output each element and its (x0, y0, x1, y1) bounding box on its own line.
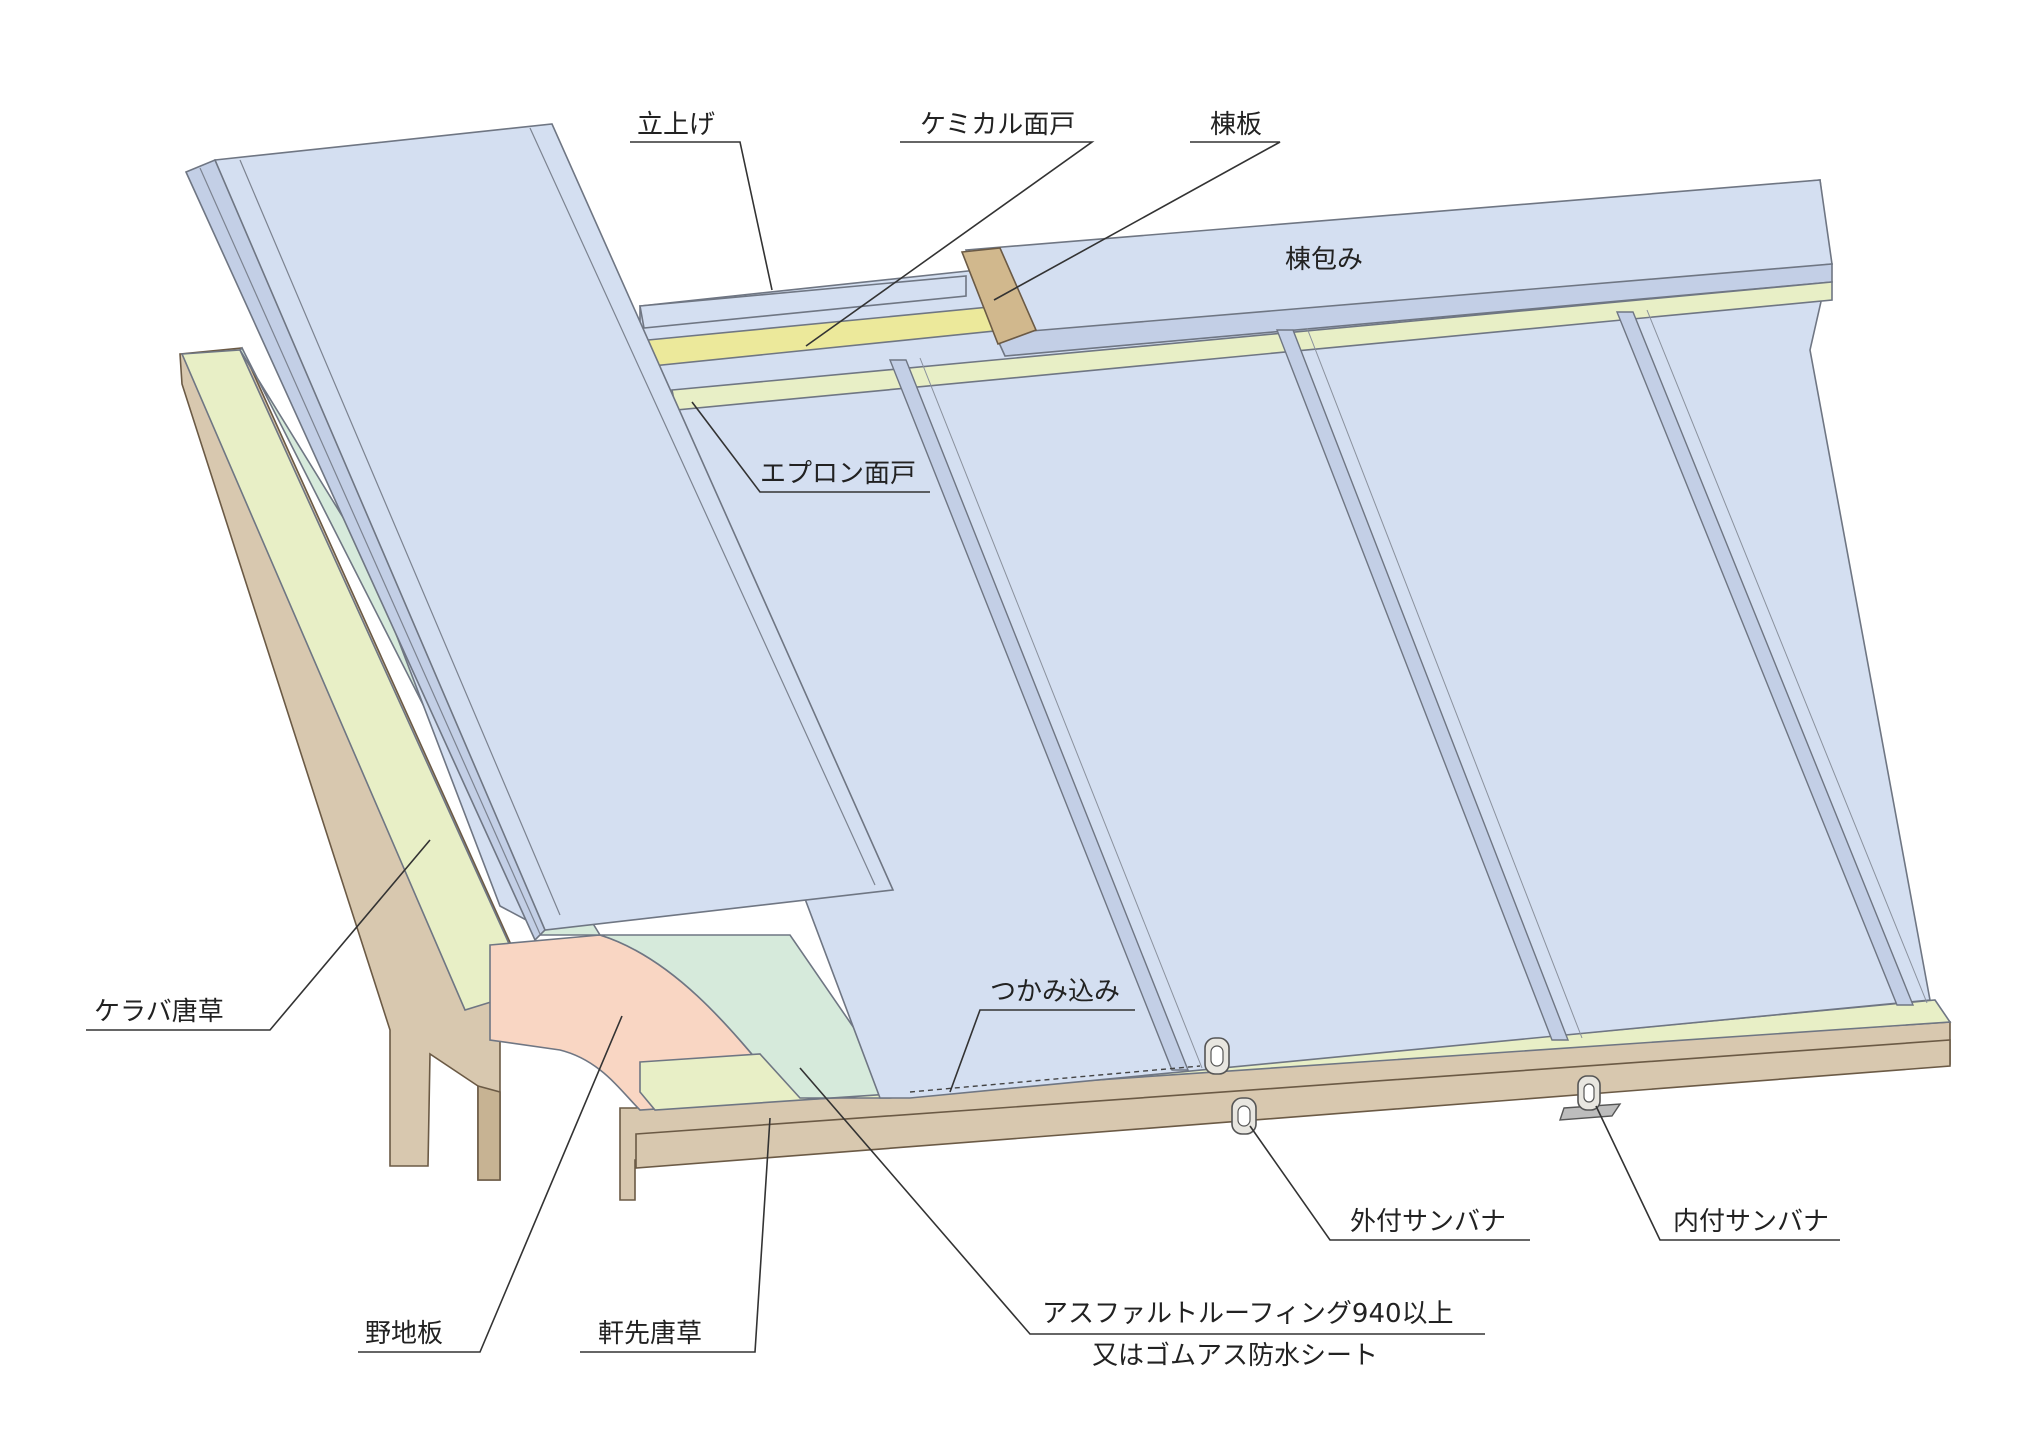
sheathing-cut-front (477, 1084, 501, 1181)
standing-seam-1 (888, 359, 1190, 1071)
leader-apron-mendo (691, 401, 930, 493)
leader-uchizuke (1595, 1105, 1840, 1241)
label-keraba-karakusa: ケラバ唐草 (94, 997, 224, 1027)
tsukami-komi-dashed-line (909, 1065, 1201, 1093)
sotozuke-sanbana-clip (1231, 1097, 1257, 1135)
standing-seam-edge-3 (1646, 309, 1928, 1004)
label-munazutsumi: 棟包み (1285, 245, 1363, 275)
leader-keraba (86, 839, 431, 1031)
label-underlay-line2: 又はゴムアス防水シート (1092, 1341, 1378, 1371)
label-sotozuke-sanbana: 外付サンバナ (1350, 1207, 1506, 1237)
leader-underlay (799, 1067, 1485, 1335)
leader-sotozuke (1249, 1125, 1530, 1241)
lifted-panel-right-edge-line (529, 127, 876, 886)
label-munaita: 棟板 (1210, 110, 1262, 140)
eave-fascia-front (635, 1039, 1951, 1169)
standing-seam-edge-1 (919, 357, 1203, 1069)
lifted-roof-panel (213, 123, 895, 931)
lifted-panel-left-seam (184, 158, 546, 942)
label-nojiita: 野地板 (365, 1319, 443, 1349)
leader-lines (86, 141, 1840, 1353)
label-chemical-mendo: ケミカル面戸 (920, 110, 1075, 140)
lifted-panel-seam-line (199, 167, 541, 935)
label-tsukami-komi: つかみ込み (990, 977, 1120, 1007)
leader-munaita (993, 141, 1281, 301)
standing-seam-edge-2 (1306, 327, 1583, 1039)
ridge-board-block (960, 247, 1038, 346)
label-apron-mendo: エプロン面戸 (760, 459, 916, 489)
tachiage-upturn (639, 275, 967, 329)
uchizuke-sanbana-clip (1559, 1075, 1622, 1121)
standing-seam-2 (1275, 329, 1570, 1041)
leader-tachiage (630, 141, 773, 291)
leader-nojiita (358, 1015, 623, 1353)
standing-seam-3 (1615, 311, 1915, 1006)
leader-chemical-mendo (805, 141, 1095, 347)
leader-tsukami-komi (949, 1009, 1135, 1093)
label-nokisaki-karakusa: 軒先唐草 (598, 1319, 702, 1349)
sotozuke-sanbana-clip-upper (1204, 1037, 1230, 1075)
lifted-panel-rib-line (239, 159, 561, 916)
label-uchizuke-sanbana: 内付サンバナ (1673, 1207, 1829, 1237)
leader-nokisaki (580, 1117, 771, 1353)
standing-seams (888, 309, 1928, 1071)
label-tachiage: 立上げ (637, 110, 715, 140)
label-underlay-line1: アスファルトルーフィング940以上 (1042, 1299, 1454, 1329)
